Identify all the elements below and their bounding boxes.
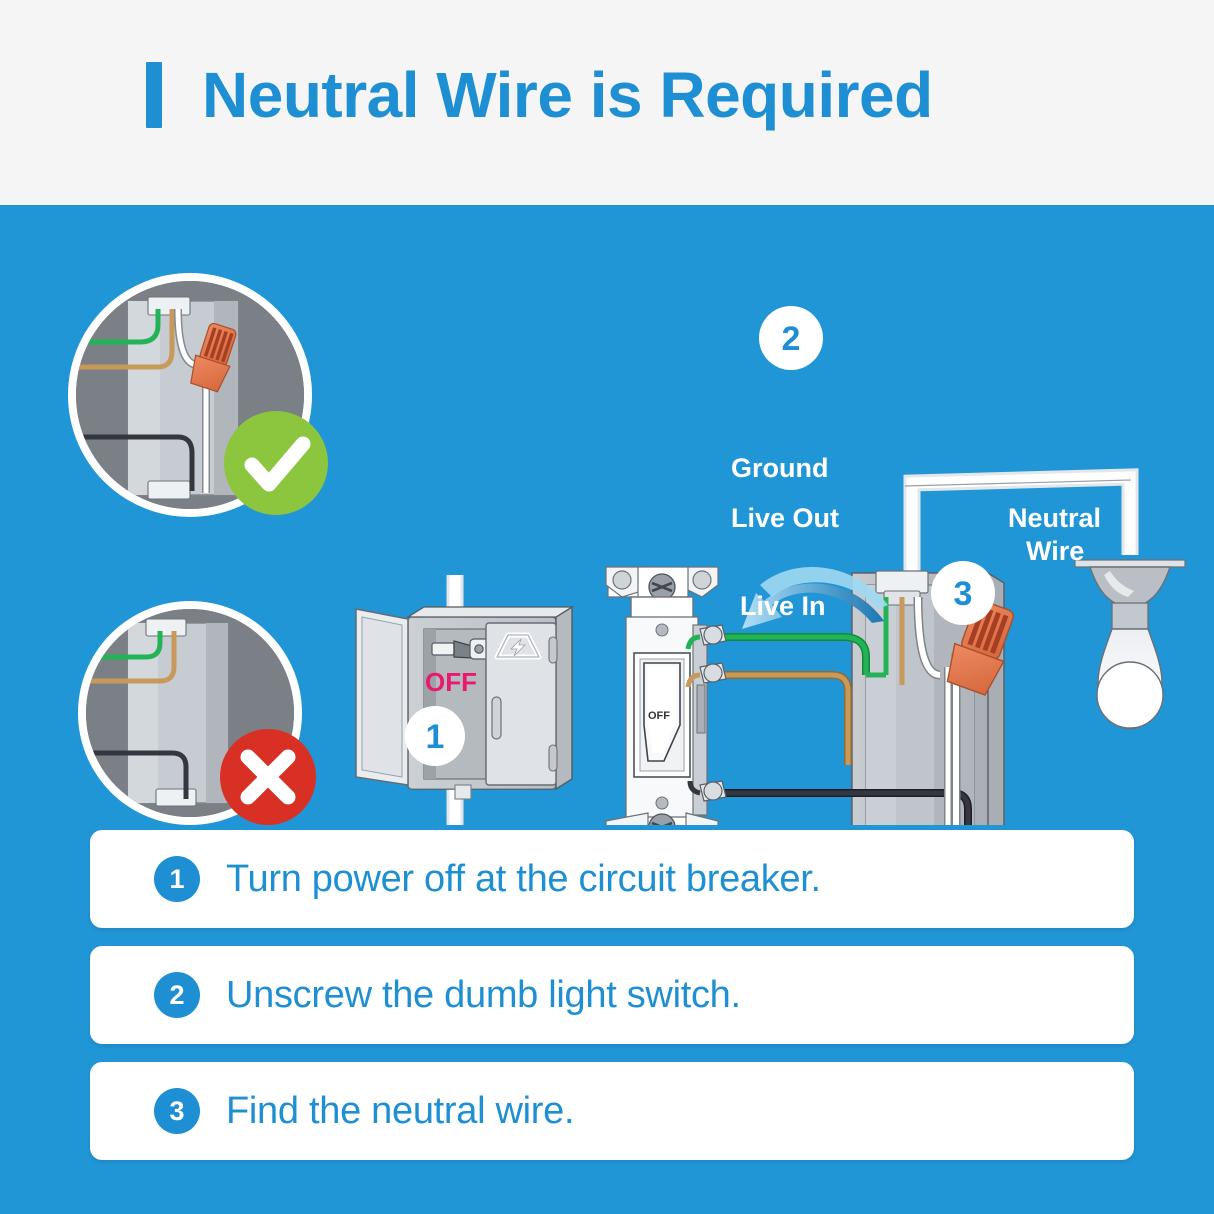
check-icon: [224, 411, 328, 515]
conduit-top: [903, 468, 1139, 585]
vertical-bar-icon: [146, 62, 162, 128]
step-badge-2: 2: [759, 306, 823, 370]
step-text: Find the neutral wire.: [226, 1089, 575, 1132]
switch-off-label: OFF: [648, 710, 670, 722]
dumb-light-switch[interactable]: OFF: [605, 566, 727, 825]
cross-icon: [220, 729, 316, 825]
svg-text:3: 3: [954, 575, 973, 613]
wire-label-live-in: Live In: [740, 591, 826, 621]
steps-list: 1 Turn power off at the circuit breaker.…: [90, 830, 1134, 1178]
incorrect-wiring-closeup: [78, 601, 316, 825]
step-badge-1: 1: [405, 706, 465, 766]
step-text: Unscrew the dumb light switch.: [226, 973, 741, 1016]
wiring-diagram: OFF: [0, 205, 1214, 825]
svg-text:2: 2: [782, 320, 801, 358]
list-item[interactable]: 2 Unscrew the dumb light switch.: [90, 946, 1134, 1044]
wire-label-live-out: Live Out: [731, 503, 839, 533]
lightning-bolt-icon: [494, 632, 542, 660]
wire-label-ground: Ground: [731, 453, 828, 483]
list-item[interactable]: 1 Turn power off at the circuit breaker.: [90, 830, 1134, 928]
step-number-badge: 3: [154, 1088, 200, 1134]
breaker-off-label: OFF: [425, 667, 477, 697]
step-text: Turn power off at the circuit breaker.: [226, 857, 821, 900]
wire-nut-icon: [946, 599, 1014, 696]
ceiling-light-bulb: [1074, 559, 1186, 730]
step-number-badge: 1: [154, 856, 200, 902]
page-title: Neutral Wire is Required: [202, 59, 933, 131]
curved-arrow-icon: [742, 566, 888, 629]
blue-content-panel: OFF: [0, 205, 1214, 1214]
step-badge-3: 3: [931, 561, 995, 625]
title-row: Neutral Wire is Required: [146, 62, 933, 128]
list-item[interactable]: 3 Find the neutral wire.: [90, 1062, 1134, 1160]
correct-wiring-closeup: [68, 273, 328, 517]
circuit-breaker-box[interactable]: OFF: [355, 605, 575, 800]
terminal-screws: [699, 624, 727, 802]
svg-text:1: 1: [426, 718, 445, 756]
step-number-badge: 2: [154, 972, 200, 1018]
wire-label-neutral-line1: Neutral: [1008, 503, 1101, 533]
wire-label-neutral-line2: Wire: [1026, 536, 1084, 566]
switch-junction-box[interactable]: 3: [700, 561, 1021, 825]
header: Neutral Wire is Required: [0, 0, 1214, 205]
